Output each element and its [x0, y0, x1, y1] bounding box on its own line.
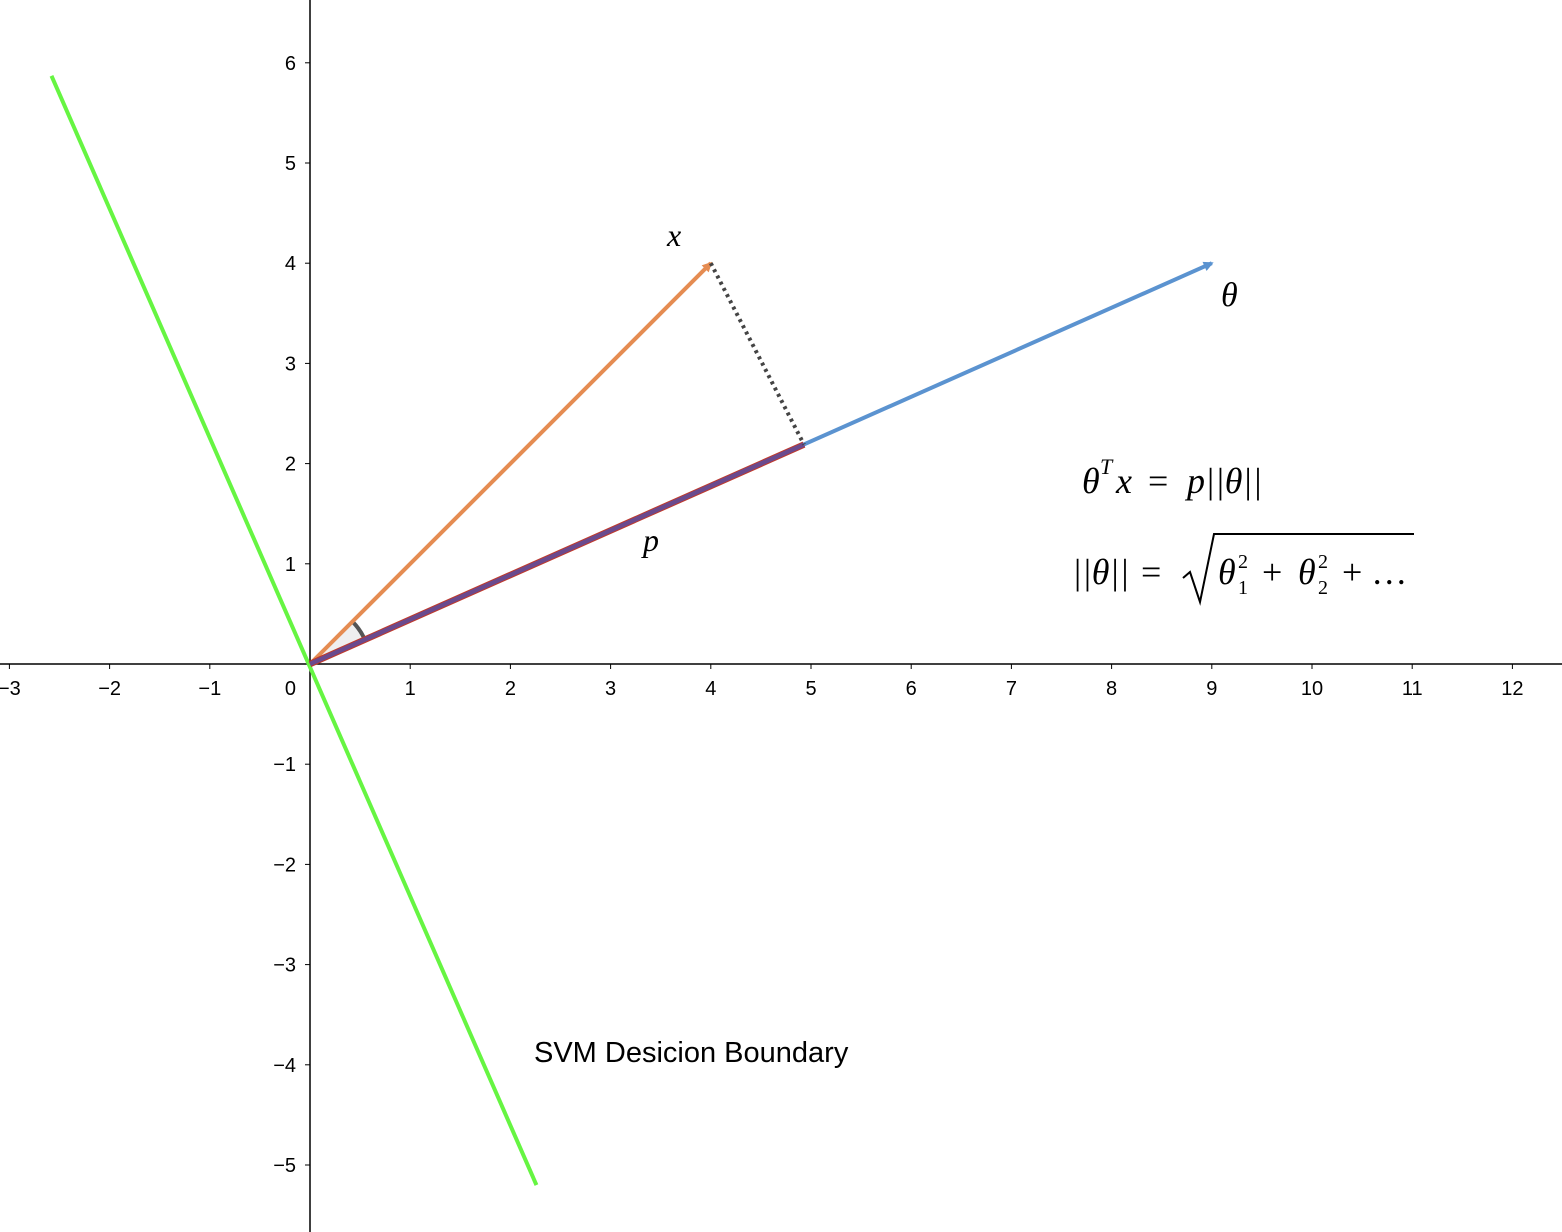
y-tick-label: 5: [285, 153, 296, 175]
eq1-theta: θ: [1082, 461, 1100, 501]
x-tick-label: −3: [0, 678, 21, 700]
theta-vector-label: θ: [1221, 277, 1238, 314]
x-tick-label: 10: [1301, 678, 1323, 700]
eq1-rhs: p||θ||: [1184, 461, 1262, 501]
x-tick-label: 5: [805, 678, 816, 700]
perpendicular-dotted-line: [709, 262, 806, 446]
x-vector-label: x: [666, 217, 681, 253]
eq2-theta2: θ: [1298, 552, 1316, 592]
x-tick-label: 4: [705, 678, 716, 700]
x-tick-label: 7: [1006, 678, 1017, 700]
eq1-transpose: T: [1100, 454, 1114, 479]
equation-dot-product: θ T x = p||θ||: [1082, 454, 1262, 501]
x-tick-label: 2: [505, 678, 516, 700]
eq2-theta1-sub: 1: [1238, 577, 1248, 599]
y-tick-label: −1: [273, 754, 296, 776]
x-vector: [308, 261, 713, 666]
y-tick-label: 1: [285, 554, 296, 576]
eq1-x: x: [1115, 461, 1132, 501]
x-tick-label: 8: [1106, 678, 1117, 700]
y-tick-label: −4: [273, 1055, 296, 1077]
eq2-theta2-sub: 2: [1318, 577, 1328, 599]
eq1-equals: =: [1148, 461, 1168, 501]
y-tick-label: 4: [285, 253, 296, 275]
eq2-theta1-sup: 2: [1238, 551, 1248, 573]
eq2-theta2-sup: 2: [1318, 551, 1328, 573]
x-tick-label: 12: [1501, 678, 1523, 700]
projection-vector: [309, 442, 805, 667]
y-tick-label: 3: [285, 353, 296, 375]
y-tick-labels: 6 5 4 3 2 1 −1 −2 −3 −4 −5: [273, 53, 310, 1177]
eq2-tail: + …: [1342, 552, 1407, 592]
x-tick-label: 11: [1402, 678, 1423, 700]
eq2-plus: +: [1262, 552, 1282, 592]
y-tick-label: −2: [273, 854, 296, 876]
y-tick-label: 2: [285, 454, 296, 476]
eq2-equals: =: [1141, 552, 1161, 592]
y-tick-label: 6: [285, 53, 296, 75]
x-tick-label: 3: [605, 678, 616, 700]
angle-wedge: [310, 621, 365, 664]
equation-norm: ||θ|| = θ 1 2 + θ 2 2 + …: [1072, 533, 1414, 606]
x-tick-label: 1: [405, 678, 416, 700]
eq2-theta1: θ: [1218, 552, 1236, 592]
x-tick-label: 6: [906, 678, 917, 700]
eq2-lhs: ||θ||: [1072, 552, 1129, 592]
x-tick-label: −1: [198, 678, 221, 700]
sqrt-symbol: [1182, 533, 1414, 606]
x-tick-label: 9: [1206, 678, 1217, 700]
decision-boundary-caption: SVM Desicion Boundary: [534, 1037, 849, 1069]
y-tick-label: −5: [273, 1155, 296, 1177]
x-tick-label: −2: [98, 678, 121, 700]
x-tick-label: 0: [285, 678, 296, 700]
decision-boundary-line: [49, 75, 539, 1186]
y-tick-label: −3: [273, 955, 296, 977]
projection-label: p: [641, 522, 659, 558]
